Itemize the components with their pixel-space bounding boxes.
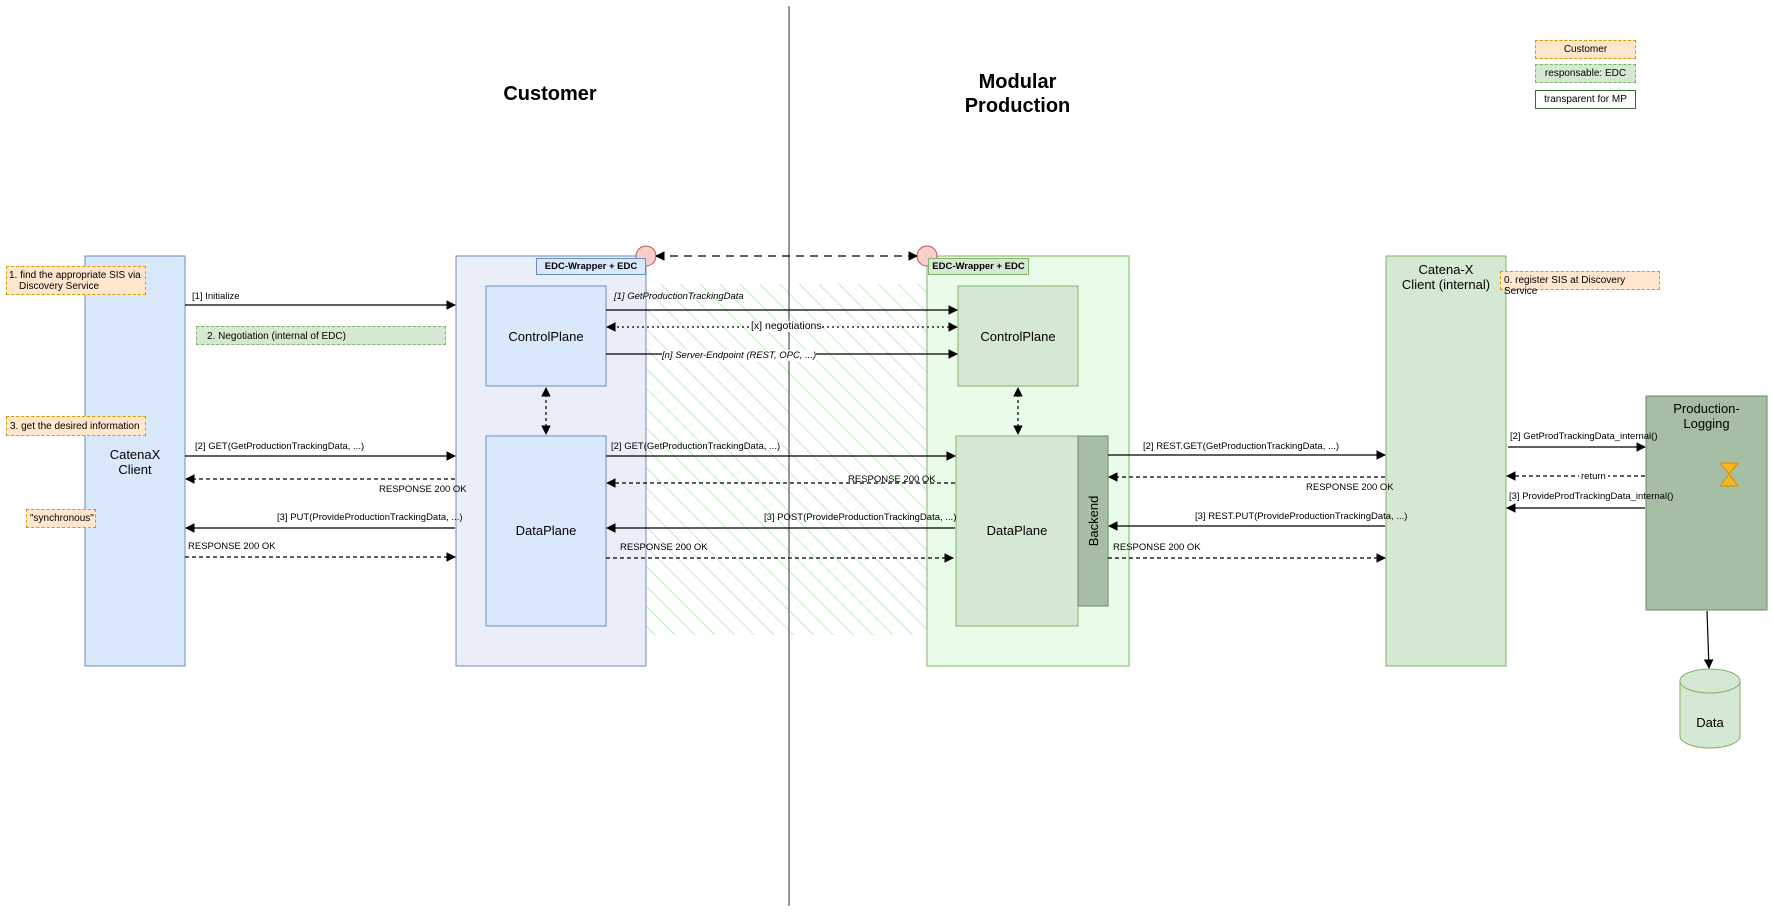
internal-client-label-line2: Client (internal) xyxy=(1401,277,1491,292)
note-register-sis: 0. register SIS at Discovery Service xyxy=(1500,271,1660,297)
msg-response-ok-2: RESPONSE 200 OK xyxy=(188,541,276,552)
legend-customer: Customer xyxy=(1535,40,1636,59)
catenax-client-label: CatenaX Client xyxy=(85,446,185,478)
catenax-client-lifeline xyxy=(84,255,186,667)
backend-label: Backend xyxy=(1085,495,1101,547)
customer-data-plane-box xyxy=(485,435,607,627)
mp-control-plane-label: ControlPlane xyxy=(980,328,1056,344)
note-get-info: 3. get the desired information xyxy=(6,416,146,436)
data-store-cylinder xyxy=(1679,668,1741,749)
note-find-sis: 1. find the appropriate SIS via Discover… xyxy=(6,266,146,295)
mp-data-plane-label: DataPlane xyxy=(986,522,1048,538)
msg-post-tracking: [3] POST(ProvideProductionTrackingData, … xyxy=(764,512,957,523)
msg-provide-internal: [3] ProvideProdTrackingData_internal() xyxy=(1509,491,1674,502)
msg-put-tracking: [3] PUT(ProvideProductionTrackingData, .… xyxy=(277,512,463,523)
customer-edc-tab: EDC-Wrapper + EDC xyxy=(536,258,646,275)
production-logging-label: Production- Logging xyxy=(1646,401,1767,431)
production-logging-label-line2: Logging xyxy=(1683,416,1730,431)
data-store-label: Data xyxy=(1696,714,1724,730)
mp-edc-tab: EDC-Wrapper + EDC xyxy=(928,258,1029,275)
msg-response-ok-4: RESPONSE 200 OK xyxy=(620,542,708,553)
msg-initialize: [1] Initialize xyxy=(192,291,240,302)
msg-response-ok-3: RESPONSE 200 OK xyxy=(848,474,936,485)
note-find-sis-line2: Discovery Service xyxy=(19,281,100,292)
msg-get-tracking: [2] GET(GetProductionTrackingData, ...) xyxy=(195,441,365,452)
customer-section-title: Customer xyxy=(503,83,597,105)
production-logging-box xyxy=(1645,395,1768,611)
msg-response-ok-5: RESPONSE 200 OK xyxy=(1306,482,1394,493)
note-synchronous: "synchronous" xyxy=(26,509,96,528)
msg-negotiations: [x] negotiations xyxy=(751,320,822,332)
note-find-sis-line1: 1. find the appropriate SIS via xyxy=(9,270,141,281)
legend-mp: transparent for MP xyxy=(1535,90,1636,109)
mp-title-line1: Modular xyxy=(978,71,1057,93)
mp-section-title: Modular Production xyxy=(940,70,1095,118)
note-negotiation: 2. Negotiation (internal of EDC) xyxy=(196,326,446,345)
msg-rest-put: [3] REST.PUT(ProvideProductionTrackingDa… xyxy=(1195,511,1408,522)
msg-cp-get-tracking: [1] GetProductionTrackingData xyxy=(614,291,744,302)
catena-x-internal-client-lifeline xyxy=(1385,255,1507,667)
mp-control-plane-box xyxy=(957,285,1079,387)
msg-server-endpoint: [n] Server-Endpoint (REST, OPC, ...) xyxy=(662,350,817,361)
msg-response-ok-6: RESPONSE 200 OK xyxy=(1113,542,1201,553)
msg-dp-get-tracking: [2] GET(GetProductionTrackingData, ...) xyxy=(611,441,781,452)
legend-edc: responsable: EDC xyxy=(1535,64,1636,83)
msg-get-internal: [2] GetProdTrackingData_internal() xyxy=(1510,431,1658,442)
msg-response-ok-1: RESPONSE 200 OK xyxy=(379,484,467,495)
production-logging-label-line1: Production- xyxy=(1673,401,1740,416)
customer-data-plane-label: DataPlane xyxy=(515,522,577,538)
msg-return: return xyxy=(1579,471,1608,482)
catenax-client-label-line2: Client xyxy=(118,462,152,477)
transfer-hatch-area xyxy=(646,284,927,635)
internal-client-label: Catena-X Client (internal) xyxy=(1386,262,1506,292)
customer-control-plane-box xyxy=(485,285,607,387)
backend-box xyxy=(1077,435,1109,607)
hourglass-icon xyxy=(1718,462,1740,487)
msg-rest-get: [2] REST.GET(GetProductionTrackingData, … xyxy=(1143,441,1340,452)
mp-title-line2: Production xyxy=(964,95,1071,117)
catenax-client-label-line1: CatenaX xyxy=(109,447,161,462)
internal-client-label-line1: Catena-X xyxy=(1418,262,1474,277)
customer-control-plane-label: ControlPlane xyxy=(508,328,584,344)
